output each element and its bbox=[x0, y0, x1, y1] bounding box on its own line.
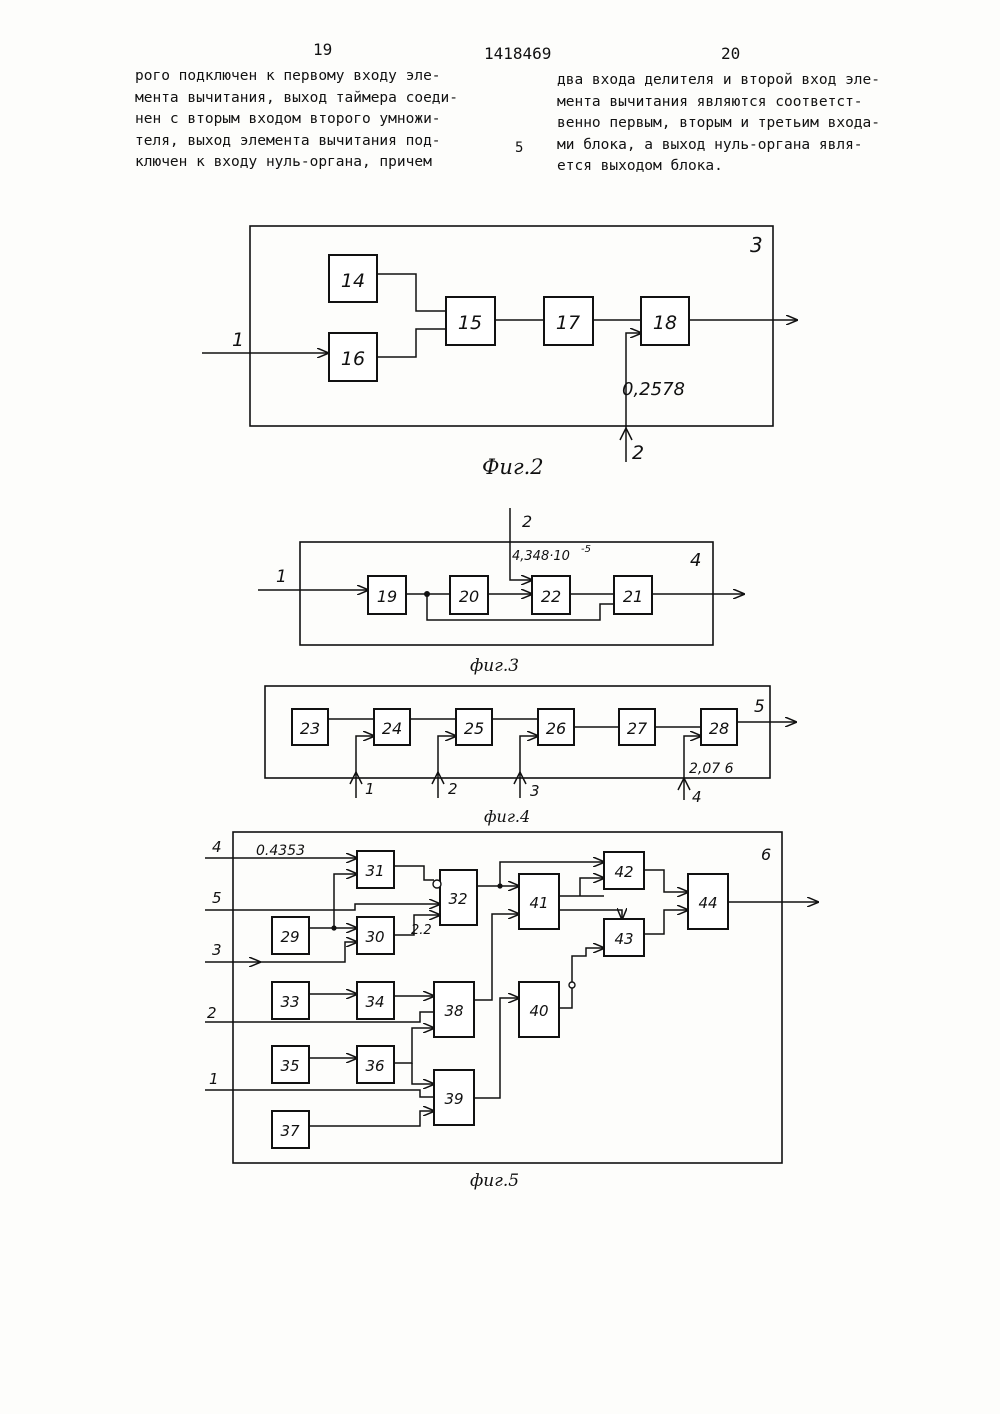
figure-4: 5 23 24 25 26 27 28 bbox=[265, 686, 796, 826]
input-4-label: 4 bbox=[692, 788, 702, 806]
block-16-label: 16 bbox=[341, 348, 365, 370]
block-44-label: 44 bbox=[698, 894, 717, 912]
input-1-label: 1 bbox=[276, 567, 287, 587]
input-1-line bbox=[205, 1090, 434, 1097]
block-33-label: 33 bbox=[280, 993, 299, 1011]
block-28-label: 28 bbox=[709, 719, 729, 738]
block-19-label: 19 bbox=[377, 587, 397, 606]
block-27-label: 27 bbox=[627, 719, 648, 738]
figure-3: 4 1 19 20 2 4,348·10 -5 22 21 фиг.3 bbox=[258, 508, 744, 676]
block-5-label: 5 bbox=[754, 697, 765, 717]
block-42-label: 42 bbox=[614, 863, 633, 881]
block-35-label: 35 bbox=[280, 1057, 299, 1075]
block-30-label: 30 bbox=[365, 928, 384, 946]
junction-ring bbox=[569, 982, 575, 988]
block-26-label: 26 bbox=[546, 719, 566, 738]
block-32-label: 32 bbox=[448, 890, 467, 908]
constant-label: 0.4353 bbox=[256, 843, 305, 859]
block-3-label: 3 bbox=[750, 233, 763, 257]
block-24-label: 24 bbox=[382, 719, 402, 738]
input-1-label: 1 bbox=[365, 780, 375, 798]
input-2-label: 2 bbox=[448, 780, 458, 798]
wire-36-38 bbox=[394, 1028, 434, 1063]
wire-41-42 bbox=[580, 878, 604, 896]
input-3-label: 3 bbox=[530, 782, 540, 800]
block-38-label: 38 bbox=[444, 1002, 463, 1020]
input-3-label: 3 bbox=[212, 941, 222, 959]
block-36-label: 36 bbox=[365, 1057, 384, 1075]
figure-4-caption: фиг.4 bbox=[484, 807, 530, 826]
figure-2: 3 1 14 16 15 17 18 2 0,2578 Фиг.2 bbox=[202, 226, 797, 479]
block-40-label: 40 bbox=[529, 1002, 548, 1020]
inversion-bubble bbox=[433, 880, 441, 888]
wire-39-40 bbox=[474, 998, 519, 1098]
constant-label: 0,2578 bbox=[622, 379, 685, 400]
block-17-label: 17 bbox=[556, 312, 580, 334]
input-2-label: 2 bbox=[207, 1004, 217, 1022]
constant-label: 2,07 6 bbox=[689, 761, 734, 777]
block-37-label: 37 bbox=[280, 1122, 300, 1140]
wire-37-39 bbox=[309, 1111, 434, 1126]
block-22-label: 22 bbox=[541, 587, 561, 606]
block-43-label: 43 bbox=[614, 930, 633, 948]
block-25-label: 25 bbox=[464, 719, 484, 738]
wire-16-15 bbox=[377, 329, 446, 357]
wire-31-32 bbox=[394, 866, 434, 880]
input-2-label: 2 bbox=[522, 512, 532, 531]
block-34-label: 34 bbox=[365, 993, 384, 1011]
wire-43-44 bbox=[644, 910, 688, 934]
wire-38-41 bbox=[474, 914, 519, 1000]
figure-3-caption: фиг.3 bbox=[470, 656, 519, 676]
constant-exponent: -5 bbox=[581, 544, 591, 555]
block-31-label: 31 bbox=[365, 862, 384, 880]
block-20-label: 20 bbox=[459, 587, 479, 606]
block-39-label: 39 bbox=[444, 1090, 463, 1108]
block-18-label: 18 bbox=[653, 312, 677, 334]
figure-5-caption: фиг.5 bbox=[470, 1171, 519, 1191]
constant-2-label: 2.2 bbox=[411, 923, 432, 938]
block-29-label: 29 bbox=[280, 928, 299, 946]
input-5-line bbox=[205, 904, 440, 910]
block-6-label: 6 bbox=[761, 845, 771, 864]
input-1-label: 1 bbox=[209, 1070, 219, 1088]
input-4-label: 4 bbox=[212, 838, 222, 856]
wire-29-31 bbox=[334, 874, 357, 928]
input-1-label: 1 bbox=[232, 329, 244, 351]
constant-label: 4,348·10 bbox=[512, 549, 570, 564]
block-14-label: 14 bbox=[341, 270, 365, 292]
wire-40-43 bbox=[572, 948, 604, 982]
figure-2-caption: Фиг.2 bbox=[482, 455, 544, 479]
wire-42-44 bbox=[644, 870, 688, 892]
wire-41-43 bbox=[559, 910, 622, 919]
input-5-label: 5 bbox=[212, 889, 222, 907]
input-2-line bbox=[205, 1012, 434, 1022]
wire-40-up bbox=[559, 988, 572, 1008]
block-4-label: 4 bbox=[690, 550, 701, 571]
input-2-label: 2 bbox=[632, 442, 644, 464]
block-41-label: 41 bbox=[529, 894, 548, 912]
block-15-label: 15 bbox=[458, 312, 482, 334]
wire-36-39 bbox=[412, 1063, 434, 1084]
block-21-label: 21 bbox=[623, 587, 643, 606]
wire-14-15 bbox=[377, 274, 446, 311]
figure-5: 6 4 0.4353 5 3 2 1 29 30 31 32 33 bbox=[205, 832, 818, 1191]
block-23-label: 23 bbox=[300, 719, 320, 738]
